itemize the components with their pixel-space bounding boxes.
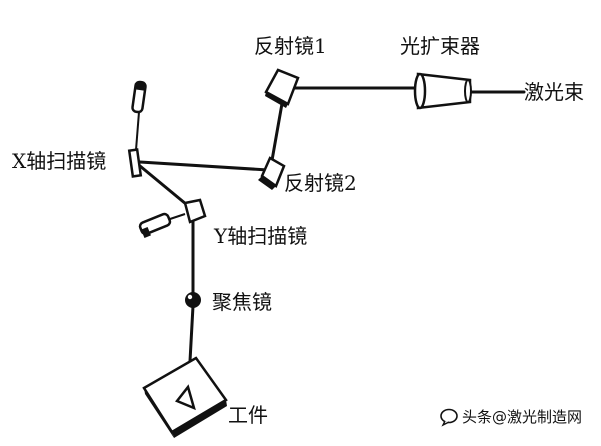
focus-lens-label: 聚焦镜 [212,290,272,314]
mirror2-shape [258,156,286,190]
beam-xscan-to-yscan [138,164,194,211]
focus-lens-shape [185,292,201,308]
beam-mirror1-to-mirror2 [269,96,285,168]
workpiece-label: 工件 [228,403,268,427]
y-scan-mirror-shape [138,198,207,238]
mirror1-label: 反射镜1 [254,34,327,58]
laser-beam-label: 激光束 [524,80,584,104]
beam-expander-shape [413,72,472,110]
chat-bubble-icon [440,408,458,427]
x-scan-mirror-shape [127,80,147,178]
mirror2-label: 反射镜2 [284,171,357,195]
watermark-text: 头条@激光制造网 [462,408,583,426]
mirror1-shape [264,68,300,108]
beam-mirror2-to-xscan [138,160,270,172]
beam-expander-label: 光扩束器 [400,34,480,58]
x-scan-mirror-label: X轴扫描镜 [12,149,107,173]
y-scan-mirror-label: Y轴扫描镜 [214,224,308,248]
workpiece-shape [142,356,228,438]
